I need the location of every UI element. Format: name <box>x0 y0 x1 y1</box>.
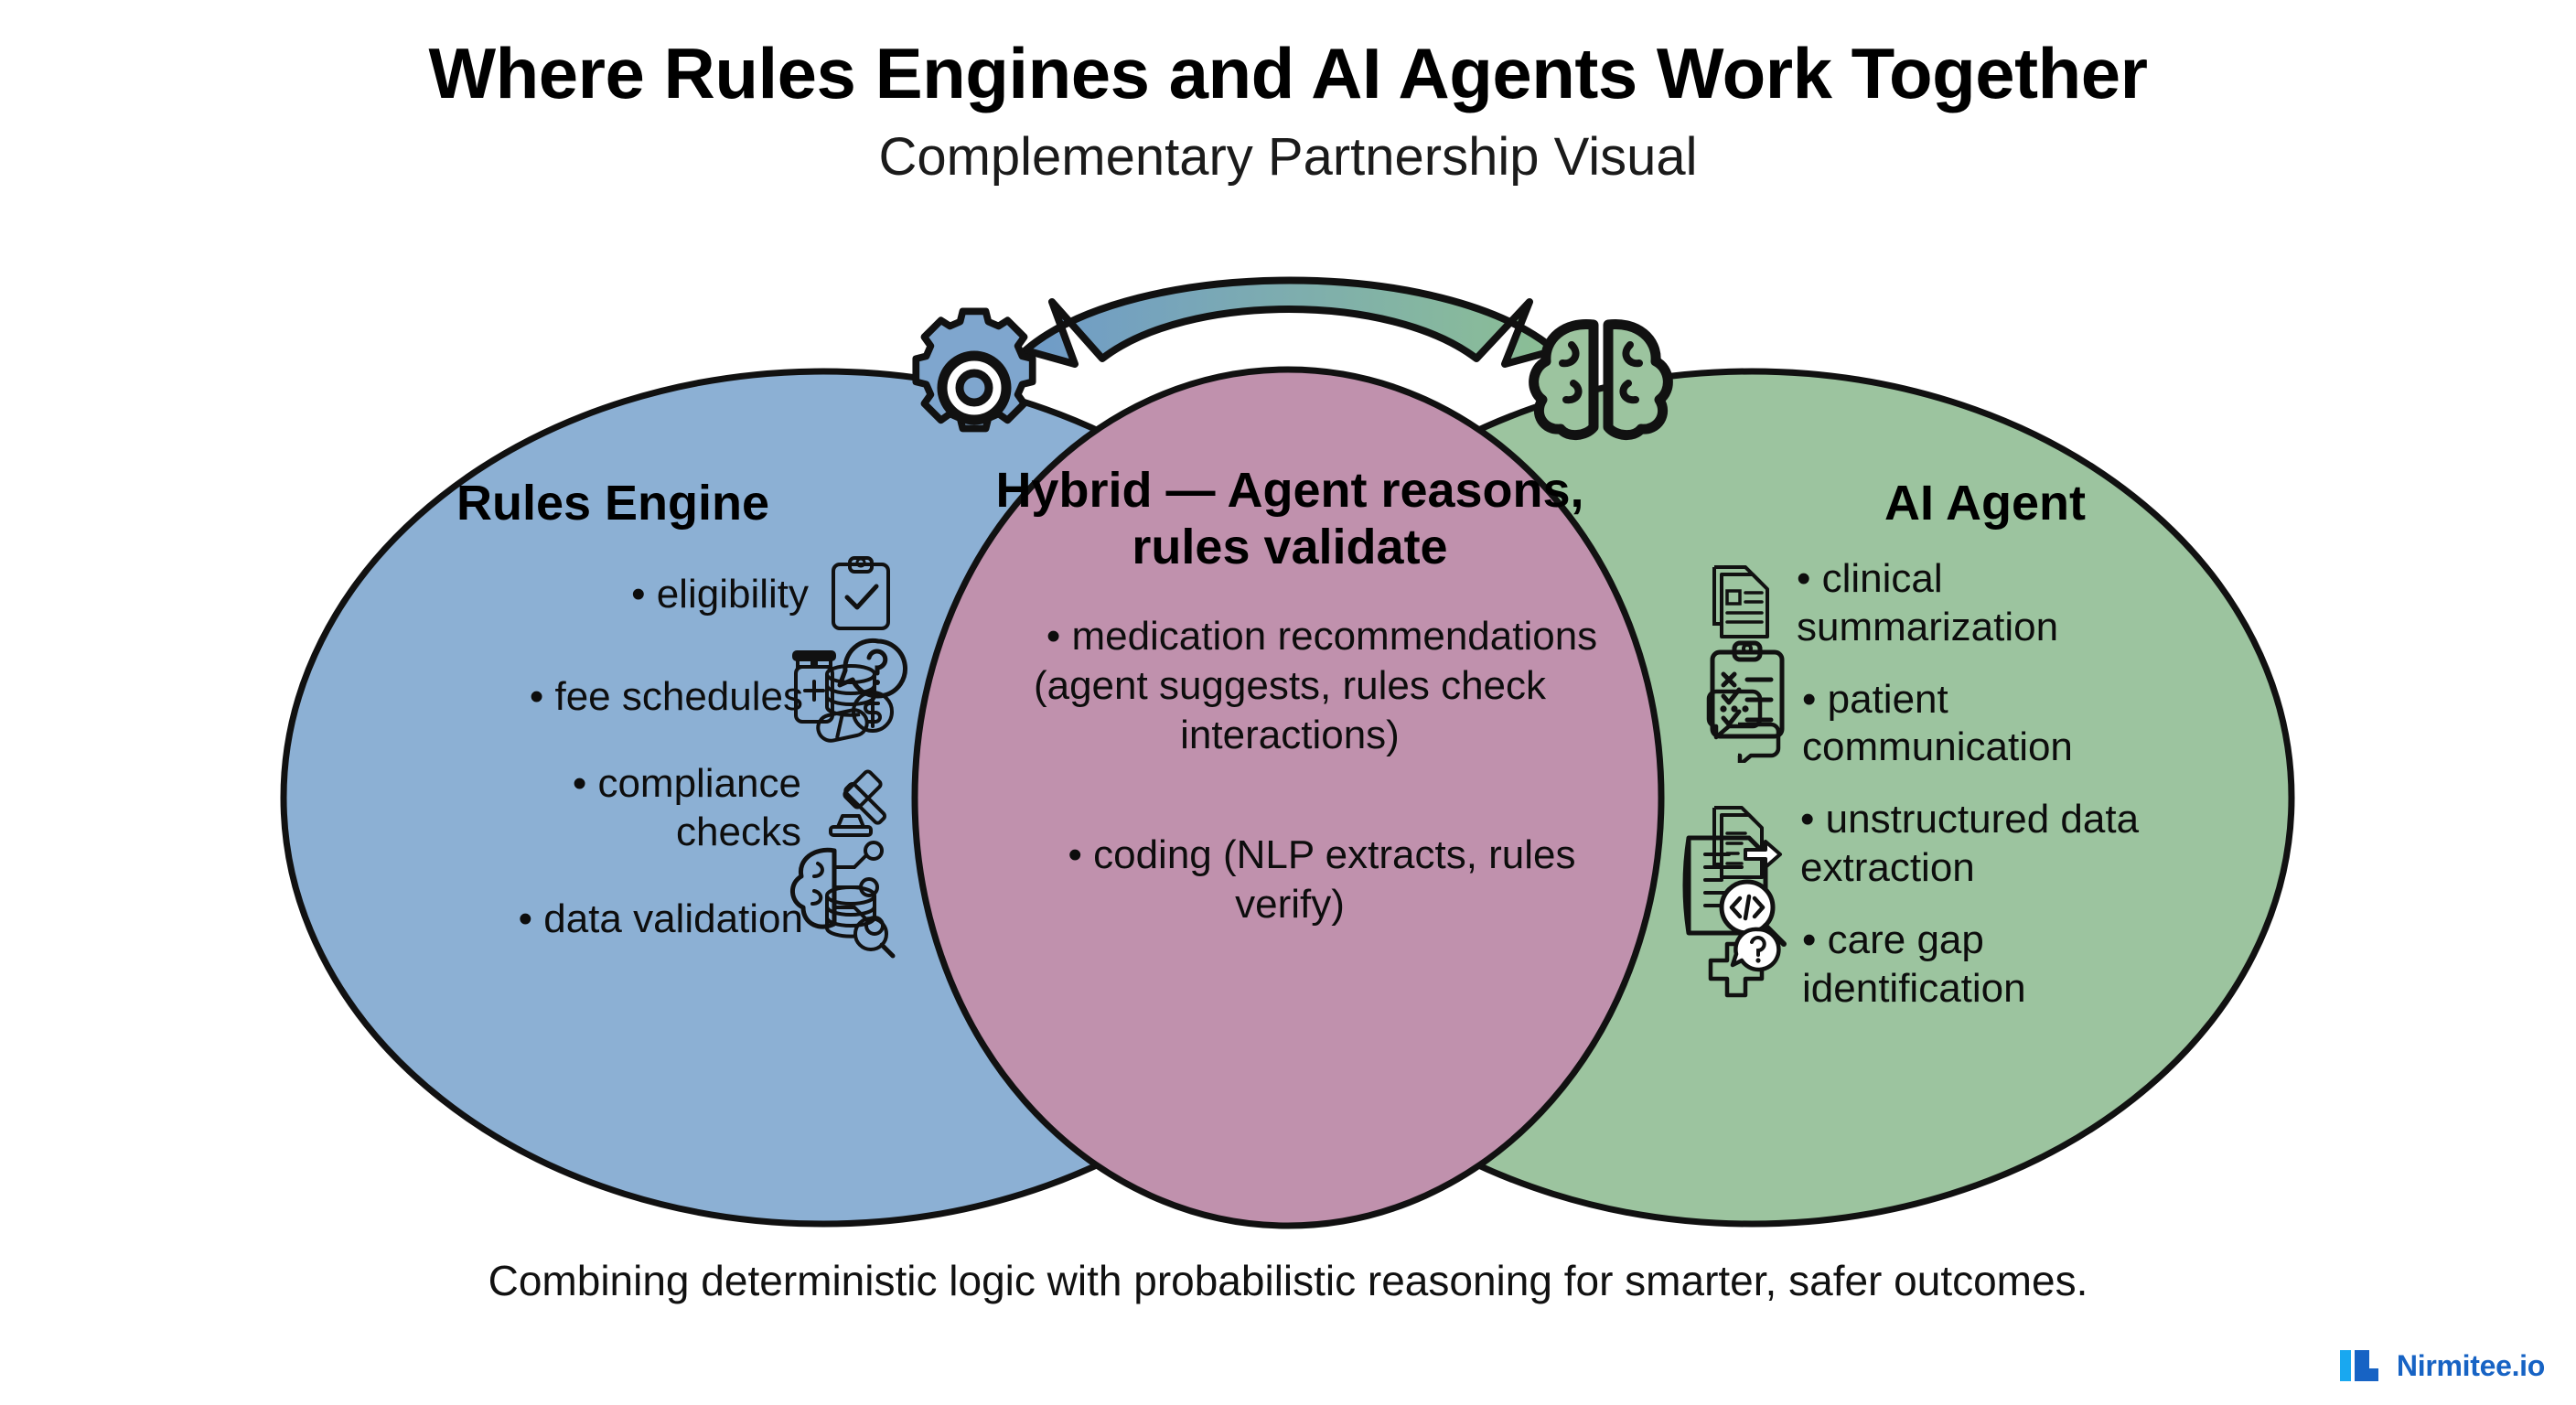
list-item: • care gap identification <box>1701 917 2269 1014</box>
rules-engine-item-label: • eligibility <box>631 571 809 617</box>
coins-dollar-icon <box>820 658 896 736</box>
list-item: • clinical summarization <box>1701 555 2269 652</box>
ai-agent-item-label: • unstructured data extraction <box>1800 797 2140 890</box>
list-item: • coding (NLP extracts, rules verify) <box>790 831 1787 948</box>
list-item: • medication recommendations (agent sugg… <box>792 612 1785 759</box>
brain-icon <box>1529 319 1673 440</box>
hybrid-heading: Hybrid — Agent reasons, rules validate <box>995 463 1584 575</box>
list-item: • patient communication <box>1701 676 2269 773</box>
ai-agent-item-label: • patient communication <box>1802 676 2073 770</box>
brain-circuit-icon <box>787 836 924 946</box>
logo[interactable]: Nirmitee.io <box>2338 1346 2545 1385</box>
page-title: Where Rules Engines and AI Agents Work T… <box>428 33 2148 113</box>
nirmitee-mark-icon <box>2338 1346 2384 1385</box>
list-item: • fee schedules <box>329 658 896 736</box>
rules-engine-item-label: • compliance checks <box>572 761 801 854</box>
rules-engine-content: Rules Engine • eligibility • fee schedul… <box>329 476 896 960</box>
rules-engine-item-label: • data validation <box>518 896 803 942</box>
logo-text: Nirmitee.io <box>2396 1348 2545 1382</box>
gavel-icon <box>818 768 896 849</box>
list-item: • data validation <box>329 881 896 960</box>
medical-cross-question-icon <box>1701 926 1786 1004</box>
document-code-search-icon <box>1674 831 1793 949</box>
clipboard-check-icon <box>825 555 896 634</box>
pill-bottle-question-icon <box>787 628 924 756</box>
rules-engine-item-label: • fee schedules <box>529 673 803 719</box>
chat-bubbles-icon <box>1701 684 1786 764</box>
list-item: • eligibility <box>329 555 896 634</box>
document-report-icon <box>1701 562 1780 646</box>
list-item: • unstructured data extraction <box>1701 796 2269 893</box>
gear-icon <box>912 307 1036 433</box>
hybrid-item-label: • medication recommendations (agent sugg… <box>1033 614 1598 757</box>
ai-agent-item-label: • clinical summarization <box>1797 556 2059 649</box>
rules-engine-heading: Rules Engine <box>456 476 770 531</box>
bidirectional-arrow <box>1022 276 1559 368</box>
ai-agent-content: AI Agent • clinical summarization <box>1701 476 2269 1013</box>
ai-agent-heading: AI Agent <box>1884 476 2086 531</box>
page-subtitle: Complementary Partnership Visual <box>878 127 1698 188</box>
ai-agent-item-label: • care gap identification <box>1802 917 2026 1011</box>
circle-hybrid[interactable] <box>911 366 1665 1229</box>
list-item: • compliance checks <box>329 760 896 857</box>
document-export-icon <box>1701 802 1784 886</box>
header: Where Rules Engines and AI Agents Work T… <box>0 0 2576 187</box>
footer-caption: Combining deterministic logic with proba… <box>488 1257 2088 1304</box>
hybrid-content: Hybrid — Agent reasons, rules validate •… <box>790 462 1787 948</box>
hybrid-item-label: • coding (NLP extracts, rules verify) <box>1068 832 1576 927</box>
